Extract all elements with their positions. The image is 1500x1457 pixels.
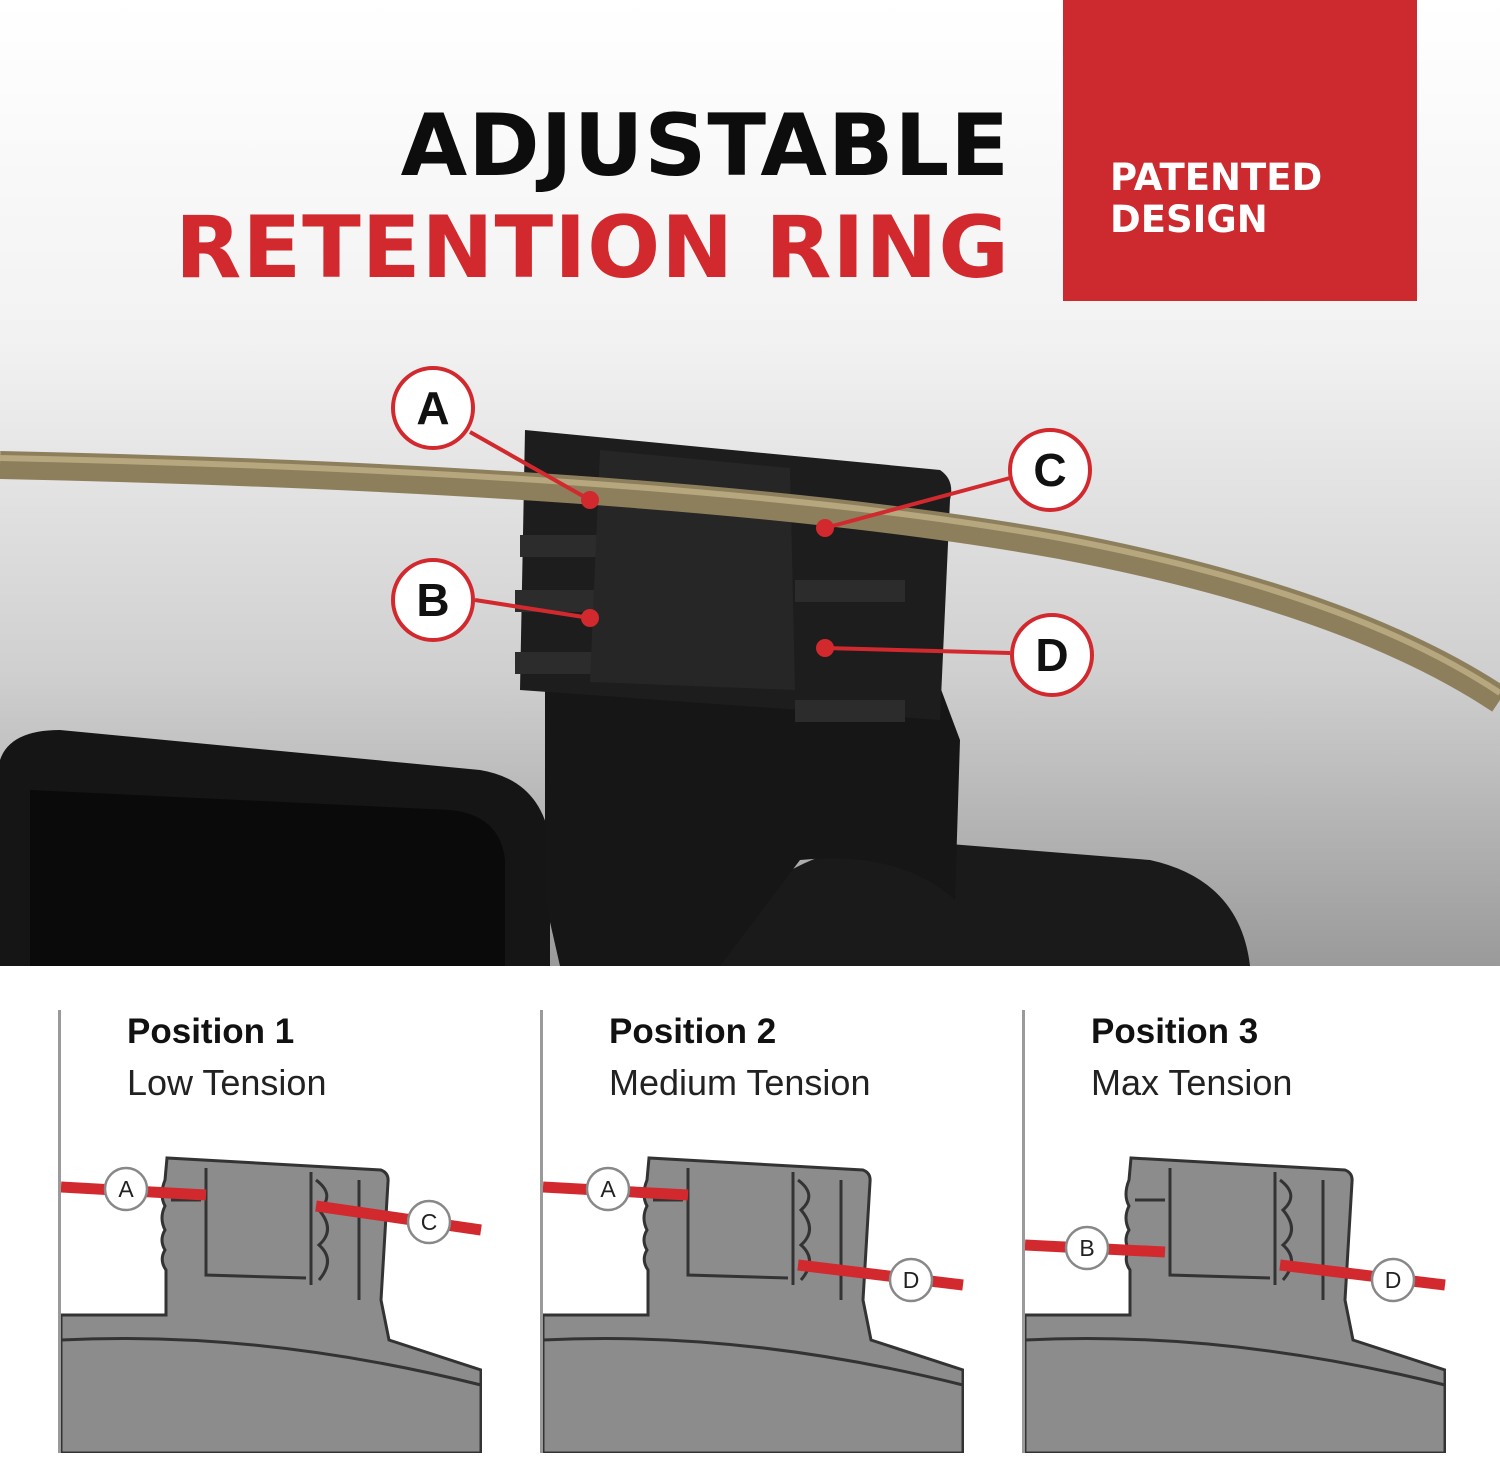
clip-shape: [61, 1156, 482, 1453]
slot-marker: [888, 1257, 934, 1303]
clip-shape: [1025, 1156, 1446, 1453]
filament-path-d: [1279, 1259, 1446, 1291]
product-photo: [0, 430, 1500, 966]
slot-label: A: [600, 1176, 616, 1202]
slot-label: D: [1385, 1267, 1402, 1293]
slot-label: B: [1079, 1235, 1094, 1261]
position-2-diagram: AD: [543, 1156, 964, 1453]
slot-marker: [406, 1199, 452, 1245]
filament-path-c: [315, 1200, 482, 1236]
title-line-2: RETENTION RING: [175, 198, 1010, 298]
slot-label: C: [421, 1209, 438, 1235]
hero-section: A B C D ADJUSTABLE RETENTION RING PATENT…: [0, 0, 1500, 966]
title-line-1: ADJUSTABLE: [400, 96, 1010, 196]
slot-label: D: [903, 1267, 920, 1293]
slot-marker: [103, 1166, 149, 1212]
callout-d: D: [1010, 613, 1094, 697]
callout-b: B: [391, 558, 475, 642]
slot-label: A: [118, 1176, 134, 1202]
position-tension: Medium Tension: [609, 1062, 871, 1103]
position-heading: Position 2: [609, 1012, 777, 1051]
position-3-diagram: BD: [1025, 1156, 1446, 1453]
position-tension: Max Tension: [1091, 1062, 1293, 1103]
callout-c: C: [1008, 428, 1092, 512]
slot-marker: [1370, 1257, 1416, 1303]
position-tension: Low Tension: [127, 1062, 327, 1103]
position-1-diagram: AC: [61, 1156, 482, 1453]
patented-badge: PATENTED DESIGN: [1063, 0, 1417, 301]
position-heading: Position 3: [1091, 1012, 1259, 1051]
callout-a: A: [391, 366, 475, 450]
slot-marker: [585, 1166, 631, 1212]
slot-marker: [1064, 1225, 1110, 1271]
position-heading: Position 1: [127, 1012, 295, 1051]
badge-text: PATENTED DESIGN: [1110, 156, 1323, 241]
clip-shape: [543, 1156, 964, 1453]
filament-path-d: [797, 1259, 964, 1291]
